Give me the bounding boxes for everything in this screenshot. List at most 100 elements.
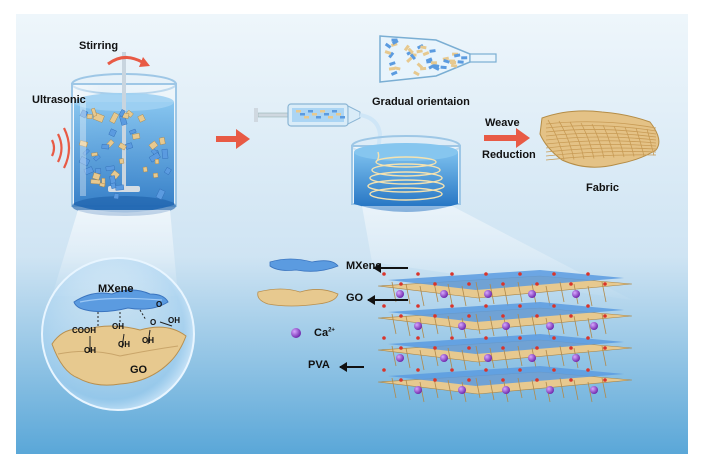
oxygen-atom bbox=[433, 346, 437, 350]
flake bbox=[388, 51, 395, 59]
oxygen-atom bbox=[501, 282, 505, 286]
inset-mxene-label: MXene bbox=[98, 283, 134, 295]
oxygen-atom bbox=[569, 346, 573, 350]
weave-thread bbox=[545, 147, 657, 153]
ca-ion bbox=[440, 290, 448, 298]
flake bbox=[384, 42, 392, 49]
oxygen-atom bbox=[467, 346, 471, 350]
oxygen-atom bbox=[518, 272, 522, 276]
pva-chain bbox=[391, 313, 397, 335]
flake bbox=[461, 56, 468, 60]
ca-ion bbox=[414, 322, 422, 330]
oxygen-atom bbox=[416, 272, 420, 276]
pva-chain bbox=[419, 349, 425, 371]
oxygen-atom bbox=[518, 336, 522, 340]
oxygen-atom bbox=[518, 368, 522, 372]
flake bbox=[152, 172, 159, 178]
pva-chain bbox=[587, 317, 593, 339]
oxygen-atom bbox=[552, 272, 556, 276]
oxygen-atom bbox=[603, 282, 607, 286]
oxygen-atom bbox=[450, 304, 454, 308]
pva-chain bbox=[489, 379, 495, 401]
oxygen-atom bbox=[416, 304, 420, 308]
pva-chain bbox=[447, 347, 453, 369]
flake bbox=[91, 107, 98, 117]
pva-chain bbox=[545, 285, 551, 307]
oxygen-atom bbox=[586, 368, 590, 372]
weave-thread bbox=[580, 122, 595, 159]
flake bbox=[90, 179, 101, 185]
flake bbox=[110, 182, 117, 189]
pva-chain bbox=[475, 377, 481, 399]
flake bbox=[142, 166, 148, 173]
flake bbox=[113, 193, 120, 200]
oxygen-atom bbox=[399, 346, 403, 350]
flake bbox=[95, 168, 102, 174]
ca-ion bbox=[528, 354, 536, 362]
oh-label-5: OH bbox=[168, 316, 180, 325]
fabric-label: Fabric bbox=[586, 182, 620, 194]
pva-chain bbox=[587, 349, 593, 371]
flake bbox=[388, 66, 396, 71]
pva-chain bbox=[517, 345, 523, 367]
mxene-layer bbox=[388, 270, 624, 290]
oxygen-atom bbox=[569, 378, 573, 382]
cooh-label: COOH bbox=[72, 326, 96, 335]
pva-chain bbox=[405, 347, 411, 369]
weave-thread bbox=[635, 127, 645, 157]
oxygen-atom bbox=[450, 272, 454, 276]
oxygen-atom bbox=[535, 346, 539, 350]
pva-chain bbox=[503, 285, 509, 307]
oh-label-2: OH bbox=[84, 346, 96, 355]
inset-go-label: GO bbox=[130, 364, 148, 376]
flake bbox=[390, 70, 398, 76]
flake bbox=[304, 116, 309, 119]
weave-thread bbox=[624, 126, 635, 157]
flake bbox=[108, 128, 117, 138]
pva-chain bbox=[531, 379, 537, 401]
pva-chain bbox=[447, 315, 453, 337]
weave-label: Weave bbox=[485, 117, 520, 129]
pva-chain bbox=[573, 315, 579, 337]
flake bbox=[450, 63, 458, 68]
flake bbox=[296, 110, 301, 113]
flake bbox=[83, 166, 94, 176]
flake bbox=[425, 57, 433, 63]
stirring-label: Stirring bbox=[79, 40, 119, 52]
flake bbox=[148, 140, 159, 151]
oxygen-atom bbox=[586, 304, 590, 308]
flake bbox=[403, 44, 410, 52]
flake bbox=[420, 45, 427, 50]
mxene-layer bbox=[388, 302, 624, 322]
oh-label-3: OH bbox=[118, 340, 130, 349]
oxygen-atom bbox=[484, 272, 488, 276]
legend-mxene-arrow bbox=[373, 263, 408, 273]
flake bbox=[161, 148, 169, 159]
ultrasonic-label: Ultrasonic bbox=[32, 94, 86, 106]
weave-thread bbox=[545, 121, 657, 129]
flake bbox=[79, 140, 89, 148]
oh-label-4: OH bbox=[142, 336, 154, 345]
process-arrow-1 bbox=[216, 129, 250, 149]
flake bbox=[155, 188, 166, 200]
flake bbox=[449, 59, 456, 63]
oxygen-atom bbox=[450, 368, 454, 372]
weave-thread bbox=[613, 125, 625, 158]
oxygen-atom bbox=[433, 314, 437, 318]
pva-chain bbox=[559, 345, 565, 367]
flake bbox=[422, 51, 430, 57]
oxygen-atom bbox=[552, 368, 556, 372]
pva-chain bbox=[447, 283, 453, 305]
coagulation-bath bbox=[351, 135, 461, 212]
legend-pva-label: PVA bbox=[308, 359, 330, 371]
pva-chain bbox=[587, 285, 593, 307]
oxygen-atom bbox=[603, 378, 607, 382]
ca-ion bbox=[440, 354, 448, 362]
pva-chain bbox=[559, 313, 565, 335]
pva-chain bbox=[601, 345, 607, 367]
oxygen-atom bbox=[535, 282, 539, 286]
layered-structure bbox=[377, 270, 633, 403]
flake bbox=[406, 56, 413, 63]
pva-chain bbox=[531, 315, 537, 337]
